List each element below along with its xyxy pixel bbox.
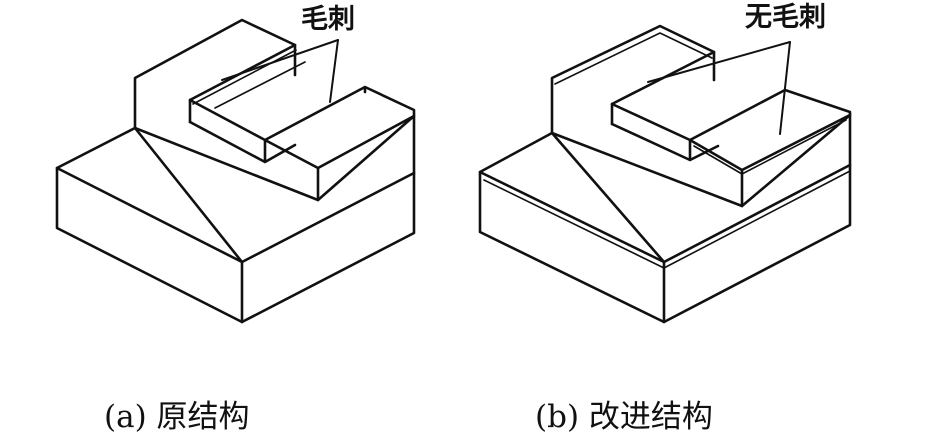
- part-b-improved-structure: [478, 24, 852, 324]
- part-a-original-structure: [55, 18, 416, 324]
- part-b-riser-front-face: [550, 131, 744, 208]
- part-a-upper-right-block: [263, 85, 416, 170]
- part-a-caption: (a) 原结构: [104, 399, 250, 435]
- part-b-caption: (b) 改进结构: [535, 399, 713, 435]
- part-b-no-burr-callout: 无毛刺: [745, 2, 826, 33]
- part-a-burr-edge-1: [192, 49, 297, 105]
- part-a-riser-right-face: [316, 114, 416, 202]
- part-b-base-front-face: [478, 170, 666, 324]
- part-b-upper-right-block: [688, 88, 852, 172]
- part-b-base-right-face: [662, 163, 852, 324]
- part-a-base-front-face: [55, 166, 244, 324]
- part-a-groove: [188, 43, 297, 164]
- part-b-upper-right-chamfer: [693, 119, 847, 175]
- part-a-upper-left-block: [133, 18, 297, 130]
- part-a-burr-edge-2: [214, 61, 306, 109]
- part-b-leader-line-1: [647, 41, 791, 83]
- part-a-burr-callout: 毛刺: [301, 4, 355, 35]
- part-b-base-top-face: [478, 131, 666, 264]
- part-b-groove: [610, 50, 720, 162]
- part-b-upper-left-block: [550, 24, 716, 135]
- part-b-base-chamfer: [483, 170, 851, 269]
- part-b-upper-left-chamfer: [554, 32, 713, 85]
- part-a-leader-line-1: [221, 39, 339, 81]
- part-a-base-right-face: [240, 171, 416, 324]
- part-b-leader-line-2: [779, 41, 791, 135]
- part-a-leader-line-2: [329, 39, 339, 103]
